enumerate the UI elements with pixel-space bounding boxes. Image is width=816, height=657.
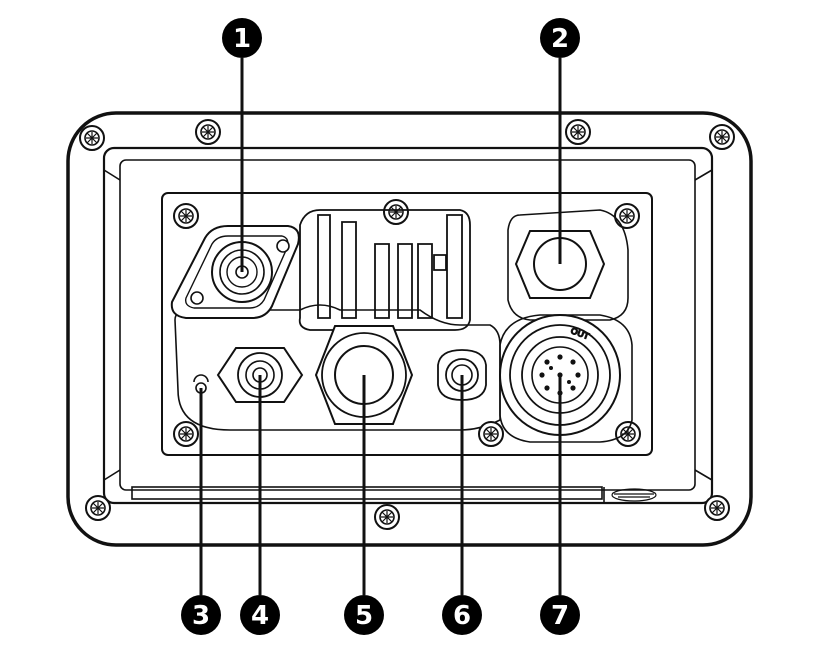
callout-3-label: 3 bbox=[192, 601, 210, 631]
housing-screws bbox=[79, 119, 735, 530]
cable-guides bbox=[298, 209, 471, 331]
callout-4: 4 bbox=[240, 595, 280, 635]
callout-2-label: 2 bbox=[551, 24, 569, 54]
leader-lines bbox=[199, 58, 562, 595]
callout-2: 2 bbox=[540, 18, 580, 58]
small-jack-6 bbox=[437, 349, 487, 401]
callout-3: 3 bbox=[181, 595, 221, 635]
callout-6-label: 6 bbox=[453, 601, 471, 631]
upper-right-port bbox=[507, 209, 629, 321]
vent-grille bbox=[611, 488, 657, 502]
callout-4-label: 4 bbox=[251, 601, 269, 631]
callout-1: 1 bbox=[222, 18, 262, 58]
housing bbox=[66, 111, 753, 547]
callout-7: 7 bbox=[540, 595, 580, 635]
callout-7-label: 7 bbox=[551, 601, 569, 631]
multi-pin-connector-7: OUT bbox=[499, 314, 633, 443]
callout-1-label: 1 bbox=[233, 24, 251, 54]
antenna-connector bbox=[170, 225, 300, 319]
callout-6: 6 bbox=[442, 595, 482, 635]
callout-5: 5 bbox=[344, 595, 384, 635]
callout-5-label: 5 bbox=[355, 601, 373, 631]
